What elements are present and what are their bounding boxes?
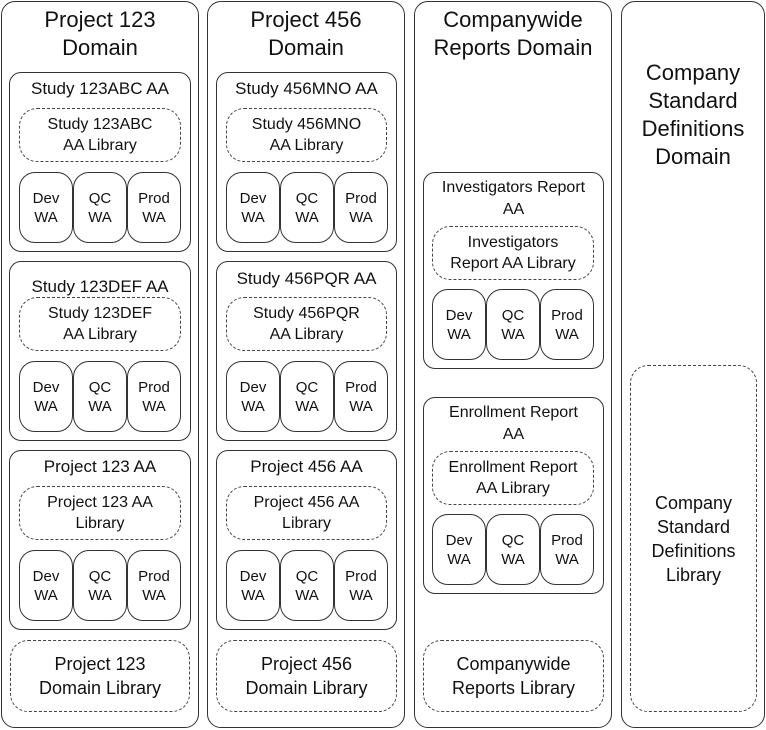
access-area-title: Study 456PQR AA bbox=[236, 269, 377, 288]
domain-library: Project 456 Domain Library bbox=[216, 640, 397, 712]
domain-title: Project 456 Domain bbox=[250, 7, 362, 60]
aa-library: Study 123DEF AA Library bbox=[19, 297, 181, 351]
domain-title: Company Standard Definitions Domain bbox=[641, 60, 745, 169]
access-area-title: Study 456MNO AA bbox=[235, 79, 378, 98]
aa-library: Investigators Report AA Library bbox=[432, 226, 594, 280]
domain-library: Company Standard Definitions Library bbox=[630, 365, 757, 712]
domain-title: Project 123 Domain bbox=[44, 7, 156, 60]
aa-library: Study 456MNO AA Library bbox=[226, 108, 387, 162]
access-area-title: Project 123 AA bbox=[43, 457, 157, 476]
aa-library: Project 456 AA Library bbox=[226, 486, 387, 540]
access-area-title: Study 123ABC AA bbox=[31, 79, 169, 98]
access-area-title: Investigators Report AA bbox=[441, 179, 586, 218]
access-area-title: Project 456 AA bbox=[250, 457, 363, 476]
aa-library: Enrollment Report AA Library bbox=[432, 451, 594, 505]
aa-library: Study 456PQR AA Library bbox=[226, 297, 387, 351]
aa-library: Study 123ABC AA Library bbox=[19, 108, 181, 162]
aa-library: Project 123 AA Library bbox=[19, 486, 181, 540]
domain-library: Companywide Reports Library bbox=[423, 640, 604, 712]
access-area-title: Enrollment Report AA bbox=[449, 404, 578, 443]
access-area-title: Study 123DEF AA bbox=[31, 277, 169, 296]
domain-title: Companywide Reports Domain bbox=[433, 7, 593, 60]
domain-library: Project 123 Domain Library bbox=[10, 640, 190, 712]
